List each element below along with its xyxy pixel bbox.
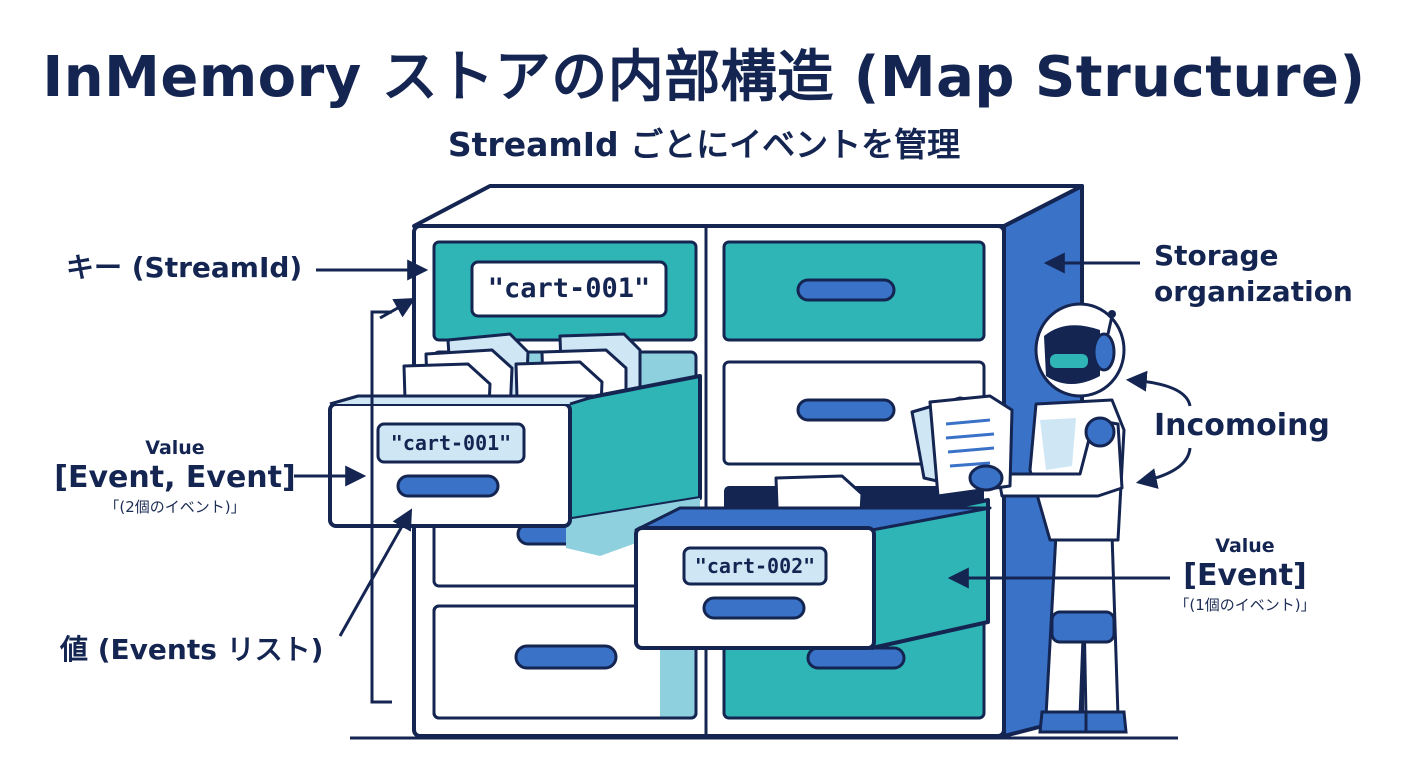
page-subtitle: StreamId ごとにイベントを管理 xyxy=(447,125,961,164)
drawer-handle-icon xyxy=(796,398,896,422)
arrow-icon xyxy=(379,297,416,320)
arrow-icon xyxy=(338,508,413,637)
value-right-note: 「(1個のイベント)」 xyxy=(1174,596,1316,614)
page-title: InMemory ストアの内部構造 (Map Structure) xyxy=(42,45,1366,110)
value-bracket xyxy=(370,310,392,704)
value-list-label: 値 (Events リスト) xyxy=(60,633,324,666)
robot-icon xyxy=(910,302,1128,734)
storage-label-line-1: Storage xyxy=(1154,239,1279,272)
storage-label-line-2: organization xyxy=(1154,275,1353,308)
value-left-block: Value [Event, Event] 「(2個のイベント)」 xyxy=(50,436,300,518)
incoming-label: Incomoing xyxy=(1154,408,1330,443)
arrow-icon xyxy=(1135,447,1192,489)
cabinet-top xyxy=(412,184,1084,228)
value-left-note: 「(2個のイベント)」 xyxy=(104,498,246,516)
arrow-icon xyxy=(1125,370,1192,407)
open-drawer-right-tag-box xyxy=(682,546,828,586)
open-drawer-right-front xyxy=(634,526,876,650)
open-drawer-left-front xyxy=(328,402,572,528)
key-label: キー (StreamId) xyxy=(66,251,303,284)
open-drawer-left-tag: "cart-001" xyxy=(390,431,512,455)
drawer-handle-icon xyxy=(806,646,906,670)
value-left-content: [Event, Event] xyxy=(54,460,296,495)
value-right-caption: Value xyxy=(1215,535,1275,557)
storage-organization-label: Storage organization xyxy=(1154,238,1353,310)
value-right-block: Value [Event] 「(1個のイベント)」 xyxy=(1150,534,1340,616)
value-left-caption: Value xyxy=(145,437,205,459)
value-right-content: [Event] xyxy=(1183,558,1307,593)
open-drawer-left-tag-box xyxy=(376,422,526,464)
drawer-key-tag: "cart-001" xyxy=(487,273,651,304)
drawer-handle-icon xyxy=(702,596,806,620)
drawer-handle-icon xyxy=(396,474,500,498)
key-label-box xyxy=(470,260,668,318)
open-drawer-right-tag: "cart-002" xyxy=(694,554,816,578)
drawer-handle-icon xyxy=(796,278,896,302)
drawer-handle-icon xyxy=(514,644,618,670)
